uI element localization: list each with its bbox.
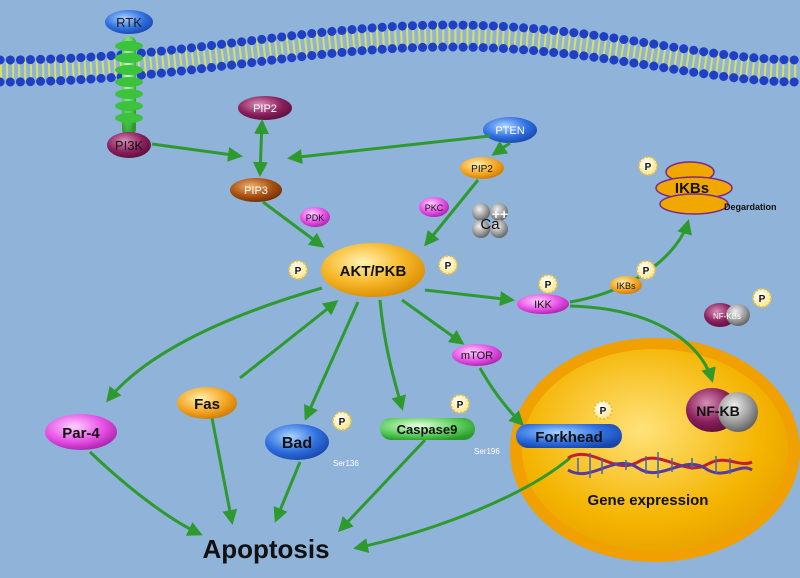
nfkbs-node: NF-KBs bbox=[704, 303, 750, 327]
arrow-fas-to-apoptosis bbox=[210, 417, 238, 525]
arrow-fas-to-akt bbox=[239, 300, 339, 380]
par4-node: Par-4 bbox=[45, 414, 117, 450]
phospho-badge-nfkbs: P bbox=[752, 288, 772, 308]
arrow-akt-to-mtor bbox=[401, 298, 465, 345]
phospho-badge-forkhead: P bbox=[593, 400, 613, 420]
ikbs-small-label: IKBs bbox=[616, 281, 636, 291]
pip2-top-node: PIP2 bbox=[238, 96, 292, 120]
fas-label: Fas bbox=[194, 396, 220, 413]
bad-label: Bad bbox=[282, 435, 312, 452]
caspase9-label: Caspase9 bbox=[397, 422, 458, 437]
phospho-badge-caspase9: P bbox=[450, 394, 470, 414]
akt-pkb-label: AKT/PKB bbox=[340, 263, 407, 280]
bad-site-label: Ser136 bbox=[333, 459, 359, 468]
phospho-label: P bbox=[545, 280, 552, 291]
arrow-akt-to-par4 bbox=[106, 286, 323, 403]
pip2-right-node: PIP2 bbox=[460, 157, 504, 179]
cell-membrane bbox=[0, 20, 800, 87]
pdk-label: PDK bbox=[306, 213, 325, 223]
arrow-forkhead-to-apoptosis bbox=[353, 456, 571, 553]
dna-helix bbox=[567, 452, 753, 478]
pdk-node: PDK bbox=[300, 207, 330, 227]
pten-node: PTEN bbox=[483, 117, 537, 143]
arrow-bad-to-apoptosis bbox=[273, 461, 302, 523]
calcium-cluster: Ca ++ bbox=[472, 203, 508, 238]
caspase9-site-label: Ser196 bbox=[474, 447, 500, 456]
nfkb-node: NF-KB bbox=[686, 388, 758, 432]
akt-pkb-node: AKT/PKB bbox=[321, 243, 425, 297]
pten-label: PTEN bbox=[495, 125, 524, 137]
pi3k-node: PI3K bbox=[107, 132, 151, 158]
phospho-badge-akt: P bbox=[288, 260, 308, 280]
phospho-badge-ikbs-top: P bbox=[638, 156, 658, 176]
phospho-label: P bbox=[457, 400, 464, 411]
arrow-pip3-to-akt bbox=[262, 200, 325, 248]
phospho-label: P bbox=[759, 294, 766, 305]
forkhead-label: Forkhead bbox=[535, 429, 603, 446]
ikbs-degradation-stack: IKBs Degardation bbox=[655, 161, 777, 215]
phospho-label: P bbox=[445, 261, 452, 272]
arrow-mtor-to-forkhead bbox=[478, 367, 525, 427]
ikk-node: IKK bbox=[517, 294, 569, 314]
phospho-badge-bad: P bbox=[332, 411, 352, 431]
arrow-pten-to-pip bbox=[287, 134, 491, 165]
pkc-label: PKC bbox=[425, 203, 444, 213]
forkhead-node: Forkhead bbox=[516, 424, 622, 448]
fas-node: Fas bbox=[177, 387, 237, 419]
arrow-par4-to-apoptosis bbox=[88, 450, 203, 536]
arrow-pip2-to-akt bbox=[424, 179, 480, 247]
nfkb-label: NF-KB bbox=[696, 403, 740, 419]
arrows bbox=[88, 119, 716, 553]
rtk-receptor: RTK bbox=[105, 10, 153, 136]
rtk-label: RTK bbox=[116, 15, 142, 30]
arrow-caspase9-to-apoptosis bbox=[337, 438, 427, 533]
nucleus bbox=[510, 338, 800, 562]
phospho-badge-ikbs-small: P bbox=[636, 260, 656, 280]
pip2-top-label: PIP2 bbox=[253, 103, 277, 115]
arrow-pi3k-to-pip bbox=[151, 142, 243, 162]
calcium-label: Ca bbox=[480, 216, 500, 233]
arrow-akt-to-bad bbox=[304, 301, 360, 421]
ikbs-small-node: IKBs bbox=[610, 276, 642, 294]
phospho-badge-akt-right: P bbox=[438, 255, 458, 275]
ikbs-big-label: IKBs bbox=[675, 180, 709, 197]
phospho-label: P bbox=[643, 266, 650, 277]
pip2-right-label: PIP2 bbox=[471, 164, 493, 175]
arrow-ikk-to-nfkb bbox=[569, 304, 716, 383]
phospho-label: P bbox=[295, 266, 302, 277]
bad-node: Bad Ser136 bbox=[265, 424, 359, 468]
pip3-label: PIP3 bbox=[244, 185, 268, 197]
pkc-node: PKC bbox=[419, 197, 449, 217]
mtor-node: mTOR bbox=[452, 344, 502, 366]
arrow-akt-to-caspase9 bbox=[378, 299, 406, 411]
nfkbs-label: NF-KBs bbox=[713, 312, 741, 321]
ikk-label: IKK bbox=[534, 299, 552, 311]
pip3-node: PIP3 bbox=[230, 178, 282, 202]
pi3k-label: PI3K bbox=[115, 138, 144, 153]
phospho-label: P bbox=[339, 417, 346, 428]
apoptosis-label: Apoptosis bbox=[202, 534, 329, 564]
gene-expression-label: Gene expression bbox=[588, 492, 709, 509]
calcium-charge-label: ++ bbox=[492, 206, 508, 222]
phospho-label: P bbox=[600, 406, 607, 417]
phospho-badge-ikk: P bbox=[538, 274, 558, 294]
caspase9-node: Caspase9 Ser196 bbox=[380, 418, 500, 456]
mtor-label: mTOR bbox=[461, 350, 493, 362]
arrow-akt-to-ikk bbox=[424, 288, 515, 307]
phospho-label: P bbox=[645, 162, 652, 173]
arrow-pten-to-pip2 bbox=[491, 141, 511, 156]
par4-label: Par-4 bbox=[62, 425, 100, 442]
arrow-pip2-pip3 bbox=[252, 119, 270, 177]
degradation-label: Degardation bbox=[724, 202, 777, 212]
